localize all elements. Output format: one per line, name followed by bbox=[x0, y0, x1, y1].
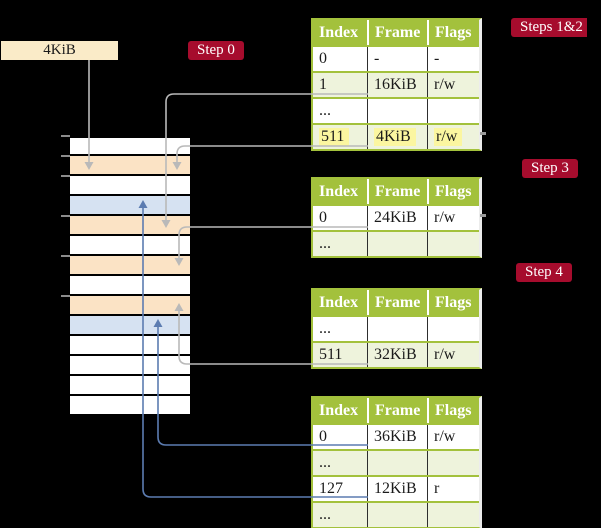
table-cell: ... bbox=[319, 320, 331, 337]
memory-tick bbox=[61, 135, 70, 137]
memory-tick bbox=[61, 255, 70, 257]
table-header-flags: Flags bbox=[427, 20, 479, 45]
memory-tick bbox=[61, 155, 70, 157]
table-row: ... bbox=[313, 315, 479, 341]
table-cell: r/w bbox=[427, 343, 479, 367]
memory-row-13 bbox=[70, 396, 190, 416]
table-cell: 32KiB bbox=[367, 343, 427, 367]
table-cell: - bbox=[427, 47, 479, 71]
memory-row-0 bbox=[70, 136, 190, 156]
table-header-frame: Frame bbox=[367, 179, 427, 204]
memory-row-4 bbox=[70, 216, 190, 236]
highlighted-value: 4KiB bbox=[374, 128, 416, 146]
table-cell: 36KiB bbox=[367, 425, 427, 449]
table-row: 511 4KiB r/w bbox=[313, 123, 479, 149]
table-header-index: Index bbox=[319, 402, 359, 419]
table-cell bbox=[427, 317, 479, 341]
memory-tick bbox=[61, 175, 70, 177]
step-3-badge: Step 3 bbox=[522, 159, 578, 178]
table-cell bbox=[367, 232, 427, 256]
table-cell: r/w bbox=[427, 73, 479, 97]
frame-size-label-box: 4KiB bbox=[1, 41, 118, 60]
table-cell: 0 bbox=[319, 50, 327, 67]
table-cell: r/w bbox=[427, 206, 479, 230]
table-cell bbox=[367, 317, 427, 341]
table-cell: 511 bbox=[319, 346, 343, 363]
table-cell: 0 bbox=[319, 428, 327, 445]
table-cell: 511 bbox=[313, 125, 367, 149]
memory-row-5 bbox=[70, 236, 190, 256]
table-edge-stub bbox=[480, 214, 486, 217]
physical-memory-column bbox=[70, 136, 190, 416]
memory-row-10 bbox=[70, 336, 190, 356]
memory-row-6 bbox=[70, 256, 190, 276]
highlighted-value: r/w bbox=[434, 128, 463, 146]
table-cell bbox=[427, 451, 479, 475]
table-cell: 16KiB bbox=[367, 73, 427, 97]
memory-row-8 bbox=[70, 296, 190, 316]
table-cell: 0 bbox=[319, 209, 327, 226]
frame-size-label: 4KiB bbox=[43, 42, 76, 58]
table-header-frame: Frame bbox=[367, 398, 427, 423]
table-cell: 127 bbox=[319, 480, 343, 497]
table-cell: r/w bbox=[427, 125, 479, 149]
memory-row-3 bbox=[70, 196, 190, 216]
table-row: ... bbox=[313, 449, 479, 475]
table-cell: r bbox=[427, 477, 479, 501]
table-row: ... bbox=[313, 501, 479, 527]
memory-row-1 bbox=[70, 156, 190, 176]
steps-1-2-badge: Steps 1&2 bbox=[511, 18, 587, 37]
table-cell: r/w bbox=[427, 425, 479, 449]
table-header-index: Index bbox=[319, 294, 359, 311]
table-header-flags: Flags bbox=[427, 398, 479, 423]
table-cell: 4KiB bbox=[367, 125, 427, 149]
memory-row-2 bbox=[70, 176, 190, 196]
table-header-index: Index bbox=[319, 24, 359, 41]
table-header-frame: Frame bbox=[367, 20, 427, 45]
memory-row-7 bbox=[70, 276, 190, 296]
table-header-flags: Flags bbox=[427, 290, 479, 315]
memory-tick bbox=[61, 295, 70, 297]
table-cell bbox=[427, 232, 479, 256]
table-row: ... bbox=[313, 230, 479, 256]
highlighted-value: 511 bbox=[319, 128, 350, 146]
table-cell bbox=[367, 99, 427, 123]
memory-row-12 bbox=[70, 376, 190, 396]
table-cell: 1 bbox=[319, 76, 327, 93]
table-cell: ... bbox=[319, 102, 331, 119]
table-cell bbox=[367, 503, 427, 527]
table-row: 0 -- bbox=[313, 45, 479, 71]
table-cell: ... bbox=[319, 454, 331, 471]
table-header-frame: Frame bbox=[367, 290, 427, 315]
table-edge-stub bbox=[480, 132, 486, 135]
memory-tick bbox=[61, 215, 70, 217]
table-cell bbox=[427, 99, 479, 123]
memory-row-9 bbox=[70, 316, 190, 336]
table-cell: - bbox=[367, 47, 427, 71]
table-row: ... bbox=[313, 97, 479, 123]
memory-row-11 bbox=[70, 356, 190, 376]
table-cell bbox=[367, 451, 427, 475]
table-header-index: Index bbox=[319, 183, 359, 200]
table-header-flags: Flags bbox=[427, 179, 479, 204]
step-0-badge: Step 0 bbox=[188, 41, 244, 60]
step-4-badge: Step 4 bbox=[516, 263, 572, 282]
table-cell: 12KiB bbox=[367, 477, 427, 501]
table-cell: 24KiB bbox=[367, 206, 427, 230]
table-cell: ... bbox=[319, 506, 331, 523]
table-cell bbox=[427, 503, 479, 527]
table-cell: ... bbox=[319, 235, 331, 252]
